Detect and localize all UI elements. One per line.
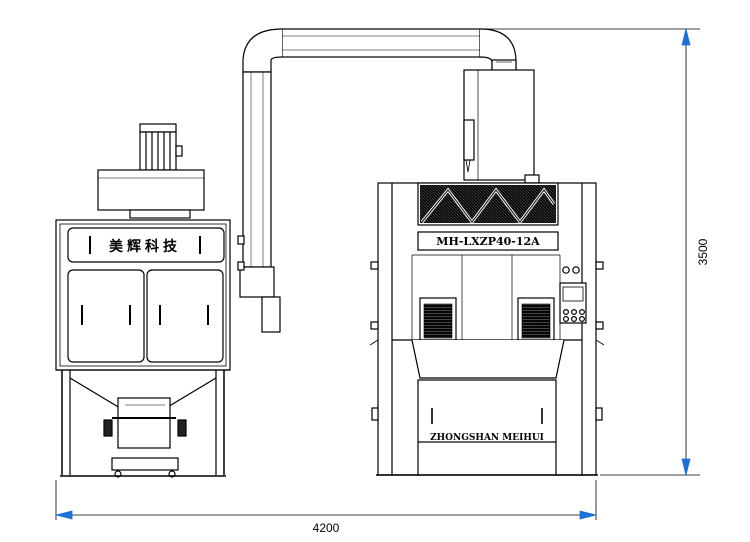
sandblast-cabinet-unit: MH-LXZP40-12A ZHONGSHAN MEIHUI <box>369 69 605 476</box>
dust-collector-unit: 美辉科技 <box>55 123 245 478</box>
width-dimension-label: 4200 <box>313 521 340 535</box>
right-unit-model: MH-LXZP40-12A <box>436 235 540 248</box>
right-unit-footer: ZHONGSHAN MEIHUI <box>430 433 544 443</box>
height-dimension-label: 3500 <box>696 238 710 265</box>
dimension-lines: 4200 3500 <box>55 28 710 535</box>
left-unit-brand: 美辉科技 <box>109 238 181 255</box>
duct-pipe <box>239 28 517 333</box>
